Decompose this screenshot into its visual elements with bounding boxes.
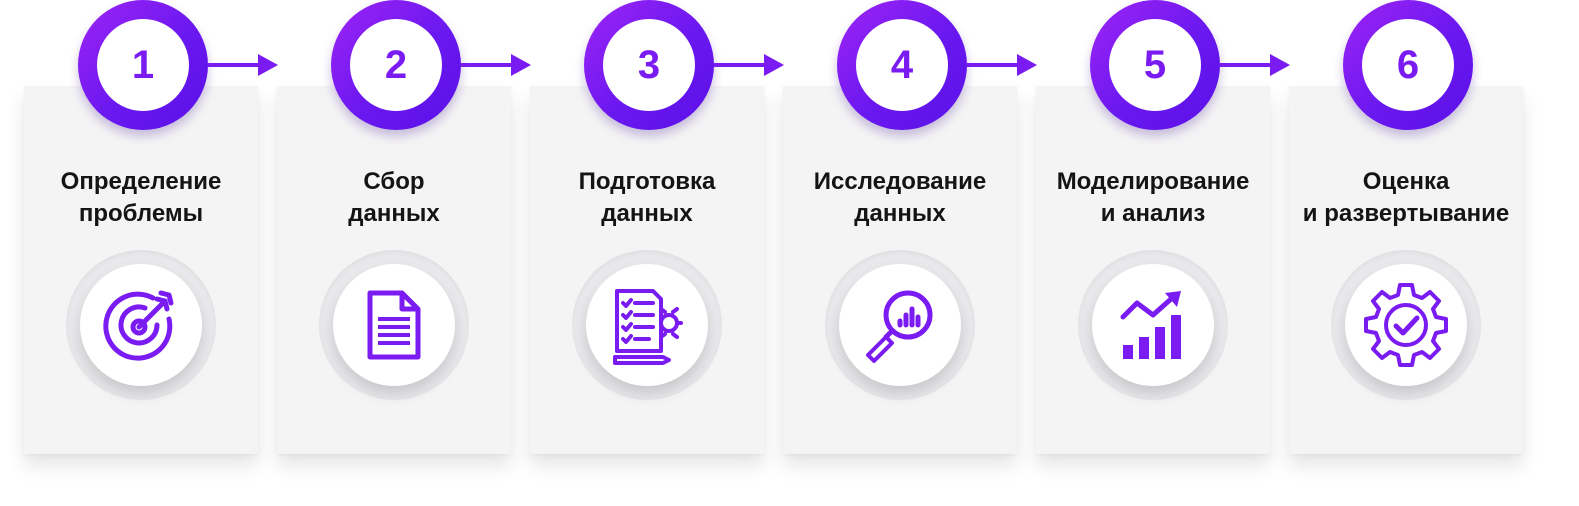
step-number: 2 — [350, 19, 442, 111]
growth-chart-icon — [1120, 291, 1181, 359]
arrow-right-icon — [967, 54, 1037, 76]
icon-disc — [333, 264, 455, 386]
step-number-badge: 5 — [1090, 0, 1220, 130]
step-number-badge: 1 — [78, 0, 208, 130]
step-title-line-2: данных — [854, 200, 946, 227]
step-title-line-2: и развертывание — [1302, 200, 1510, 227]
step-number-badge: 4 — [837, 0, 967, 130]
arrow-right-icon — [461, 54, 531, 76]
step-title-line-2: данных — [348, 200, 440, 227]
step-number: 4 — [856, 19, 948, 111]
step-number: 5 — [1109, 19, 1201, 111]
target-icon — [103, 290, 174, 361]
icon-disc — [586, 264, 708, 386]
step-title-line-1: Сбор — [363, 168, 425, 195]
step-title-line-1: Определение — [60, 168, 222, 195]
magnifier-chart-icon — [866, 290, 933, 363]
step-number-badge: 6 — [1343, 0, 1473, 130]
icon-ring — [572, 250, 722, 400]
step-title-line-2: и анализ — [1100, 200, 1206, 227]
arrow-right-icon — [1220, 54, 1290, 76]
step-title: Моделирование и анализ — [1026, 166, 1280, 230]
document-icon — [367, 290, 421, 360]
icon-disc — [80, 264, 202, 386]
icon-disc — [1092, 264, 1214, 386]
step-title: Оценка и развертывание — [1279, 166, 1533, 230]
step-title: Определение проблемы — [14, 166, 268, 230]
step-title-line-1: Моделирование — [1056, 168, 1250, 195]
step-number: 1 — [97, 19, 189, 111]
gear-check-icon — [1364, 283, 1448, 367]
icon-disc — [839, 264, 961, 386]
icon-ring — [1331, 250, 1481, 400]
icon-ring — [825, 250, 975, 400]
step-title-line-1: Подготовка — [578, 168, 716, 195]
icon-ring — [1078, 250, 1228, 400]
step-2: 2 Сбор данных — [277, 0, 531, 506]
step-title-line-2: проблемы — [78, 200, 204, 227]
step-1: 1 Определение проблемы — [24, 0, 278, 506]
icon-ring — [66, 250, 216, 400]
step-title-line-1: Оценка — [1362, 168, 1450, 195]
step-title: Сбор данных — [267, 166, 521, 230]
arrow-right-icon — [208, 54, 278, 76]
icon-disc — [1345, 264, 1467, 386]
checklist-gear-icon — [613, 289, 683, 365]
step-5: 5 Моделирование и анализ — [1036, 0, 1290, 506]
step-number-badge: 3 — [584, 0, 714, 130]
step-title: Подготовка данных — [520, 166, 774, 230]
step-6: 6 Оценка и развертывание — [1289, 0, 1523, 506]
step-3: 3 Подготовка данных — [530, 0, 784, 506]
step-title-line-2: данных — [601, 200, 693, 227]
step-title: Исследование данных — [773, 166, 1027, 230]
icon-ring — [319, 250, 469, 400]
step-4: 4 Исследование данных — [783, 0, 1037, 506]
step-number: 6 — [1362, 19, 1454, 111]
step-number-badge: 2 — [331, 0, 461, 130]
arrow-right-icon — [714, 54, 784, 76]
step-title-line-1: Исследование — [813, 168, 987, 195]
step-number: 3 — [603, 19, 695, 111]
